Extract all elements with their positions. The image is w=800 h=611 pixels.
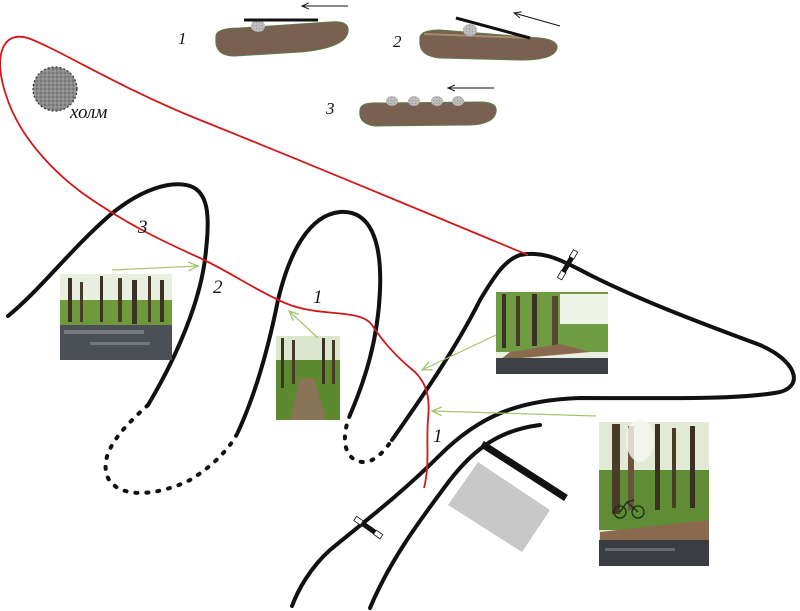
building-wall [480, 441, 568, 501]
section-label-3: 3 [137, 217, 148, 238]
bicycle-icon [613, 499, 645, 519]
gate-upper [556, 249, 579, 281]
section-label-1-lower: 1 [433, 426, 443, 447]
slab-3 [359, 101, 497, 127]
road-lower [368, 423, 542, 610]
legend-label-1: 1 [178, 29, 187, 48]
forest-puddle-photo [60, 274, 172, 360]
trail-route [0, 35, 529, 489]
legend-label-2: 2 [393, 32, 402, 51]
road-left-hairpin-dotted [103, 403, 240, 495]
road-left-hairpin [6, 182, 210, 407]
legend-diagram-3: 3 [325, 88, 497, 127]
arrow-to-trail-bend [422, 334, 497, 370]
roller-ball [452, 96, 464, 106]
hill-icon [32, 66, 78, 112]
direction-arrow [514, 13, 561, 27]
gate-lower [353, 515, 384, 540]
arrow-to-section-1-lower [432, 411, 597, 417]
forest-road-photo [496, 292, 608, 374]
roller-ball [463, 24, 477, 36]
building-block [448, 462, 550, 552]
legend-label-3: 3 [325, 99, 335, 118]
road-main [290, 251, 796, 608]
arrow-to-section-2 [111, 266, 198, 270]
building [448, 441, 568, 552]
arrow-to-section-1-upper [289, 311, 319, 339]
section-label-2: 2 [213, 277, 223, 298]
hill: холм [32, 66, 107, 123]
roads [6, 182, 796, 610]
photo-arrows [111, 266, 597, 417]
slab-1 [215, 21, 349, 57]
road-left-hairpin-return [236, 209, 383, 434]
legend-diagram-1: 1 [178, 6, 349, 57]
road-middle-dotted [342, 413, 394, 465]
slab-2-highlight [423, 33, 531, 39]
roller-ball [251, 20, 265, 32]
roller-ball [386, 96, 398, 106]
section-label-1-upper: 1 [313, 287, 323, 308]
legend-diagram-2: 2 [393, 13, 561, 61]
roller-ball [431, 96, 443, 106]
forest-path-photo [276, 336, 340, 420]
hill-label: холм [69, 102, 107, 123]
lever-bar [455, 16, 531, 40]
roller-ball [408, 96, 420, 106]
forest-bicycle-photo [599, 418, 709, 566]
